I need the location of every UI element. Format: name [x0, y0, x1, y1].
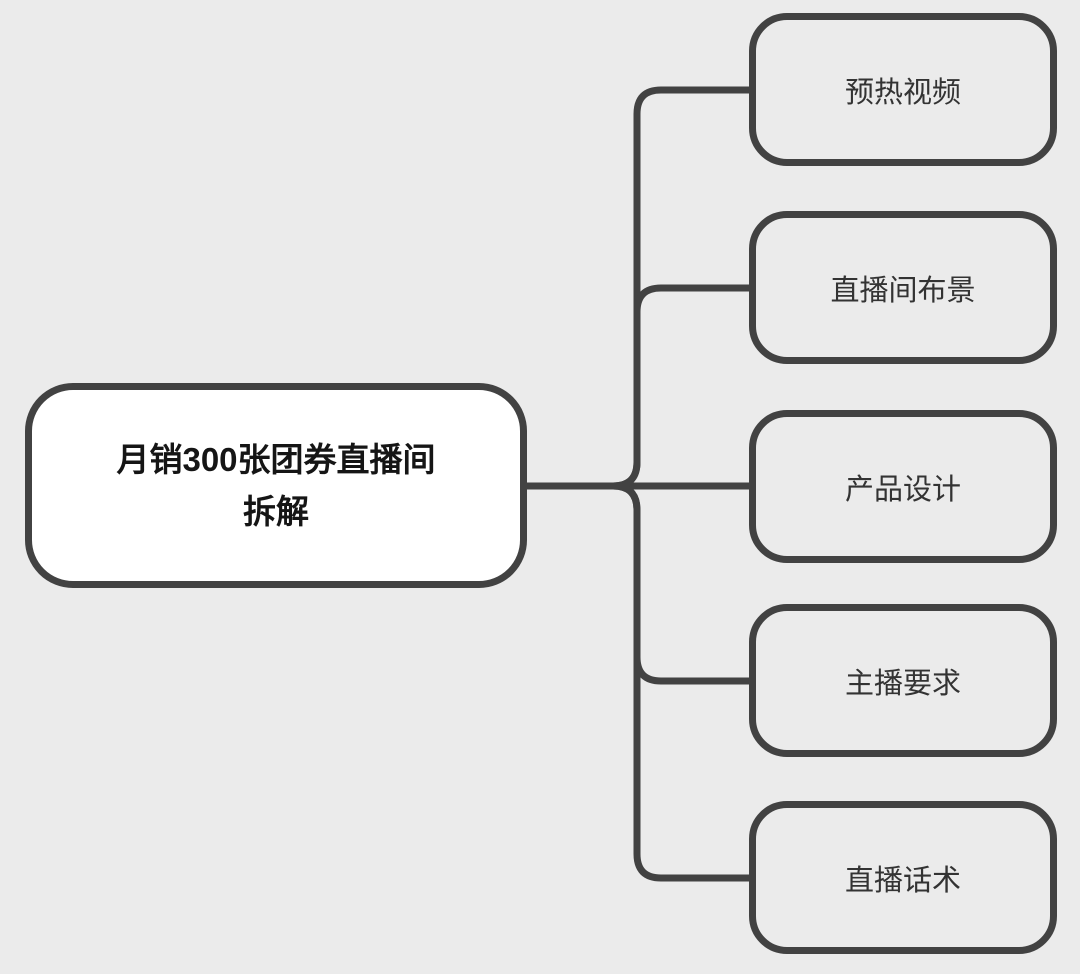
root-node[interactable]: 月销300张团券直播间 拆解 — [25, 383, 527, 588]
node-preheat-video[interactable]: 预热视频 — [749, 13, 1057, 166]
root-node-label: 月销300张团券直播间 拆解 — [116, 434, 435, 538]
root-label-line-1: 月销300张团券直播间 — [116, 440, 436, 478]
node-label: 主播要求 — [844, 667, 961, 700]
node-live-script[interactable]: 直播话术 — [749, 801, 1057, 954]
node-anchor-requirements[interactable]: 主播要求 — [749, 604, 1057, 757]
node-label: 产品设计 — [844, 473, 961, 506]
connector-root-to-live-script — [524, 482, 752, 882]
node-label: 直播话术 — [844, 864, 961, 897]
root-label-line-2: 拆解 — [243, 492, 309, 530]
node-label: 预热视频 — [844, 76, 961, 109]
node-label: 直播间布景 — [830, 274, 976, 307]
connector-root-to-live-room-setting — [524, 284, 752, 490]
node-live-room-setting[interactable]: 直播间布景 — [749, 211, 1057, 364]
node-product-design[interactable]: 产品设计 — [749, 410, 1057, 563]
